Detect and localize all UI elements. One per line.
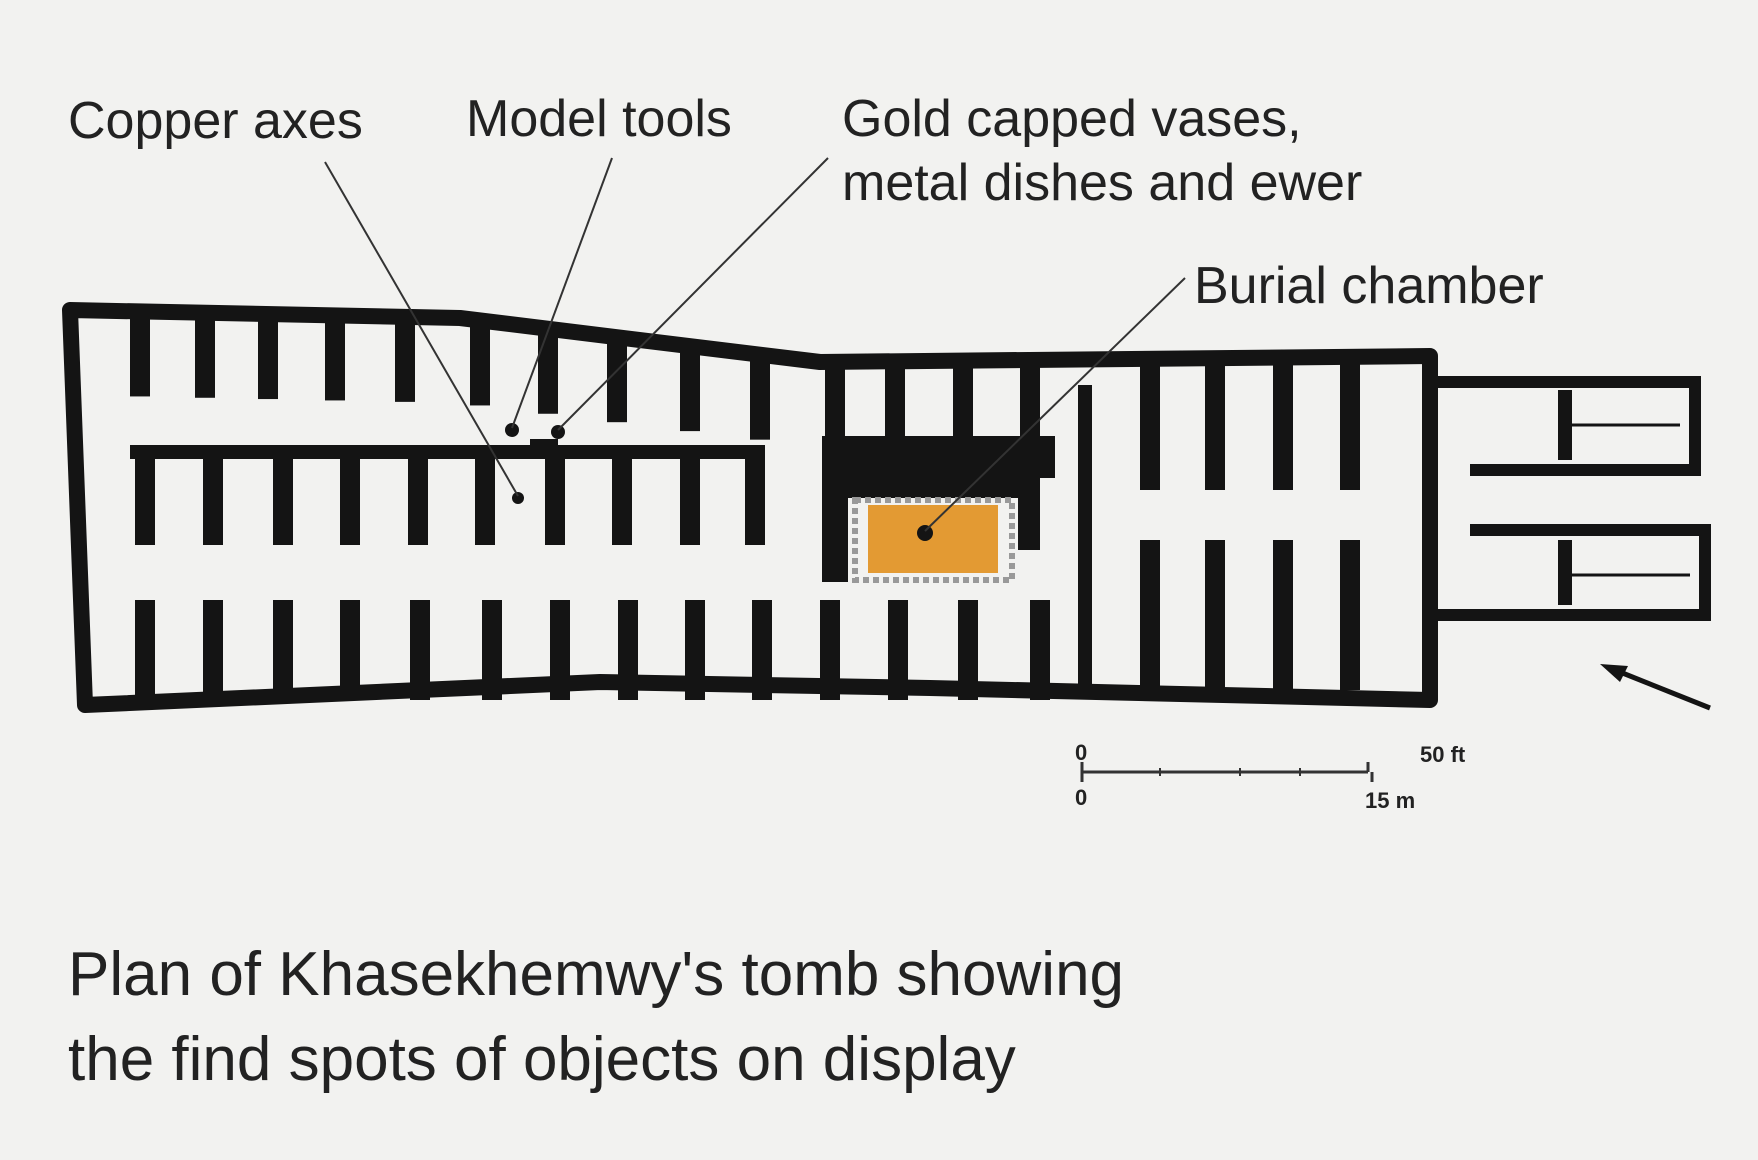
label-burial-chamber: Burial chamber [1194,257,1544,315]
scale-zero-ft: 0 [1075,740,1087,765]
magazine-wall [1140,362,1160,490]
magazine-wall [607,337,627,423]
magazine-wall [273,452,293,545]
magazine-wall [258,314,278,400]
magazine-wall [475,452,495,545]
scale-bar: 0 0 50 ft 15 m [1075,740,1466,813]
magazine-wall [1340,362,1360,490]
magazine-wall [135,600,155,700]
magazine-wall [752,600,772,700]
magazine-wall [203,600,223,700]
entrance-annex [1430,376,1711,621]
magazine-wall [195,312,215,398]
magazine-wall [550,600,570,700]
magazine-wall [273,600,293,700]
magazine-wall [395,316,415,402]
magazine-wall [1020,358,1040,443]
magazine-wall [618,600,638,700]
magazine-wall [1205,540,1225,690]
caption-line-1: Plan of Khasekhemwy's tomb showing [68,940,1124,1009]
scale-ft-label: 50 ft [1420,742,1466,767]
magazine-wall [1273,540,1293,690]
magazine-wall [408,452,428,545]
magazine-wall [680,346,700,432]
magazine-wall [325,315,345,401]
magazine-wall [1273,362,1293,490]
magazine-wall [680,452,700,545]
magazine-wall [470,320,490,406]
vases-marker [551,425,565,439]
caption-line-2: the find spots of objects on display [68,1025,1016,1094]
label-model-tools: Model tools [466,90,732,148]
magazine-wall [953,358,973,443]
storage-magazine-walls [130,311,1360,700]
magazine-wall [482,600,502,700]
magazine-wall [340,452,360,545]
label-gold-vases-line2: metal dishes and ewer [842,154,1362,212]
magazine-wall [612,452,632,545]
magazine-wall [820,600,840,700]
tomb-outer-wall [62,302,1438,713]
magazine-wall [135,452,155,545]
magazine-wall [203,452,223,545]
burial-chamber-complex [822,436,1055,583]
magazine-wall [888,600,908,700]
leader-lines [324,157,1186,532]
inner-corridor-walls [130,385,1092,690]
magazine-wall [1340,540,1360,690]
burial-chamber-fill [868,505,998,573]
magazine-wall [750,354,770,440]
magazine-wall [825,358,845,443]
north-arrow-icon [1600,664,1711,711]
label-gold-vases-line1: Gold capped vases, [842,90,1302,148]
label-copper-axes: Copper axes [68,92,363,150]
magazine-wall [1205,362,1225,490]
scale-m-label: 15 m [1365,788,1415,813]
burial-chamber-outline [852,497,1015,583]
magazine-wall [685,600,705,700]
magazine-wall [745,452,765,545]
burial-chamber-marker [917,525,933,541]
magazine-wall [1030,600,1050,700]
magazine-wall [340,600,360,700]
magazine-wall [885,358,905,443]
model-tools-marker [505,423,519,437]
magazine-wall [538,328,558,414]
magazine-wall [1140,540,1160,690]
magazine-wall [410,600,430,700]
find-spot-markers [505,423,933,541]
magazine-wall [130,311,150,397]
magazine-wall [958,600,978,700]
scale-zero-m: 0 [1075,785,1087,810]
magazine-wall [545,452,565,545]
copper-axes-marker [512,492,524,504]
